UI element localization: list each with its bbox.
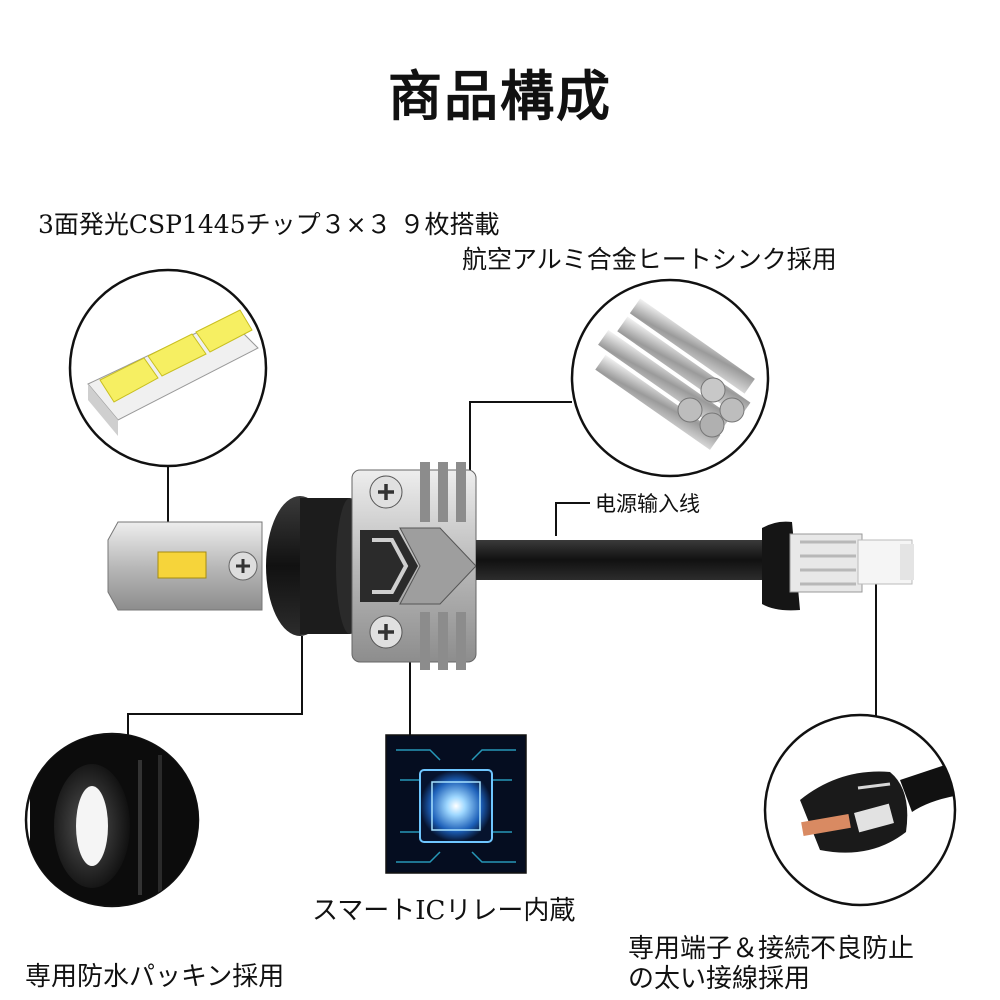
heatsink-caption: 航空アルミ合金ヒートシンク採用 bbox=[462, 245, 837, 274]
waterproof-gasket-circle bbox=[24, 732, 200, 908]
terminal-caption-line2: の太い接線採用 bbox=[628, 964, 811, 994]
aluminium-rods-circle bbox=[570, 278, 770, 478]
page-title: 商品構成 bbox=[388, 64, 612, 128]
led-chip-circle bbox=[68, 268, 268, 468]
led-chip-caption: 3面発光CSP1445チップ３×３ ９枚搭載 bbox=[38, 210, 500, 239]
terminal-circle bbox=[763, 713, 957, 907]
gasket-caption: 専用防水パッキン採用 bbox=[25, 962, 285, 992]
gasket-leader-line bbox=[127, 636, 303, 735]
relay-caption: スマートICリレー内蔵 bbox=[312, 896, 576, 926]
led-bulb bbox=[107, 462, 914, 670]
terminal-caption-line1: 専用端子＆接続不良防止 bbox=[628, 934, 915, 964]
bulb-led-chip bbox=[157, 551, 207, 579]
ic-relay-image bbox=[385, 734, 527, 874]
heatsink-leader-line bbox=[469, 401, 572, 470]
power-cable-caption: 电源输入线 bbox=[595, 492, 700, 516]
power-leader-line bbox=[555, 502, 590, 536]
